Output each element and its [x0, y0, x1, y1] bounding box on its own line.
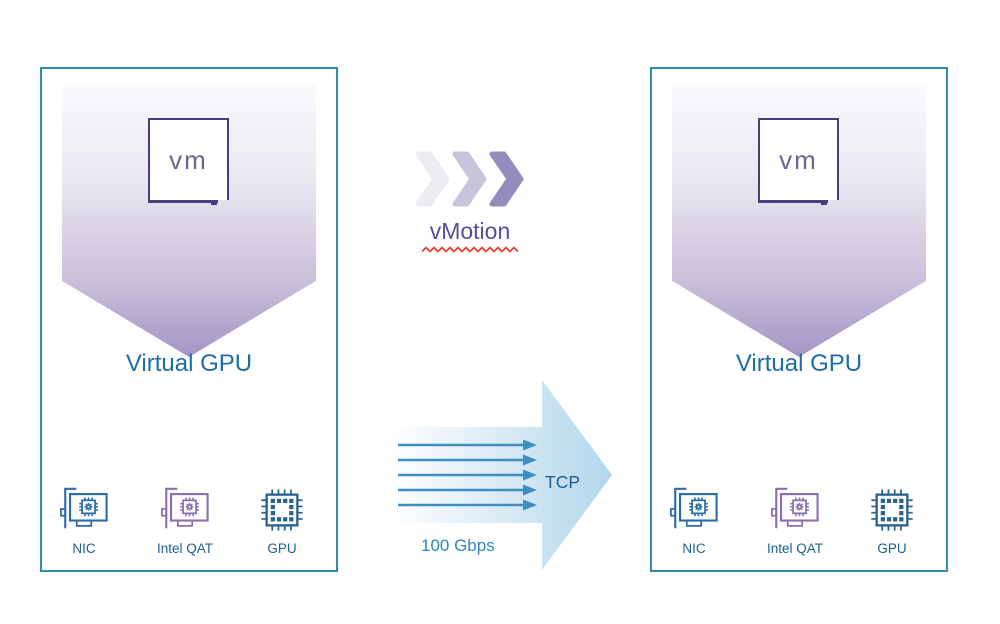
device-nic: NIC: [56, 480, 112, 556]
vm-box-bottom-line: [757, 200, 828, 203]
vm-box-corner-step: [211, 200, 217, 205]
intel-qat-card-icon: [767, 480, 823, 534]
device-label: NIC: [72, 541, 96, 556]
intel-qat-card-icon: [157, 480, 213, 534]
host-title: Virtual GPU: [125, 350, 253, 377]
device-label: Intel QAT: [156, 541, 214, 556]
nic-card-icon: [56, 480, 112, 534]
spellcheck-squiggle-icon: [422, 246, 518, 253]
device-label: NIC: [682, 541, 706, 556]
vm-box: vm: [757, 118, 839, 205]
device-label: GPU: [267, 541, 297, 556]
gpu-chip-icon: [258, 480, 306, 534]
device-nic: NIC: [666, 480, 722, 556]
bandwidth-arrow-icon: [395, 380, 612, 570]
vmotion-caption: vMotion: [388, 218, 552, 253]
device-label: Intel QAT: [766, 541, 824, 556]
vm-label: vm: [779, 144, 818, 175]
nic-card-icon: [666, 480, 722, 534]
device-intel-qat: Intel QAT: [157, 480, 213, 556]
device-row: NIC Intel QAT: [56, 480, 306, 556]
vm-label: vm: [169, 144, 208, 175]
host-box-destination: vm Virtual GPU: [650, 67, 948, 572]
device-label: GPU: [877, 541, 907, 556]
vmotion-label: vMotion: [429, 218, 511, 244]
tcp-flow-arrow: TCP 100 Gbps: [393, 378, 615, 574]
vm-banner: vm: [672, 85, 926, 357]
vm-banner: vm: [62, 85, 316, 357]
bandwidth-label: 100 Gbps: [421, 536, 495, 555]
device-gpu: GPU: [868, 480, 916, 556]
vm-box: vm: [147, 118, 229, 205]
tcp-label: TCP: [545, 472, 580, 492]
host-title: Virtual GPU: [735, 350, 863, 377]
device-intel-qat: Intel QAT: [767, 480, 823, 556]
device-row: NIC Intel QAT: [666, 480, 916, 556]
host-box-source: vm Virtual GPU: [40, 67, 338, 572]
triple-chevron-right-icon: [415, 149, 527, 214]
device-gpu: GPU: [258, 480, 306, 556]
gpu-chip-icon: [868, 480, 916, 534]
vm-box-bottom-line: [147, 200, 218, 203]
vm-box-corner-step: [821, 200, 827, 205]
